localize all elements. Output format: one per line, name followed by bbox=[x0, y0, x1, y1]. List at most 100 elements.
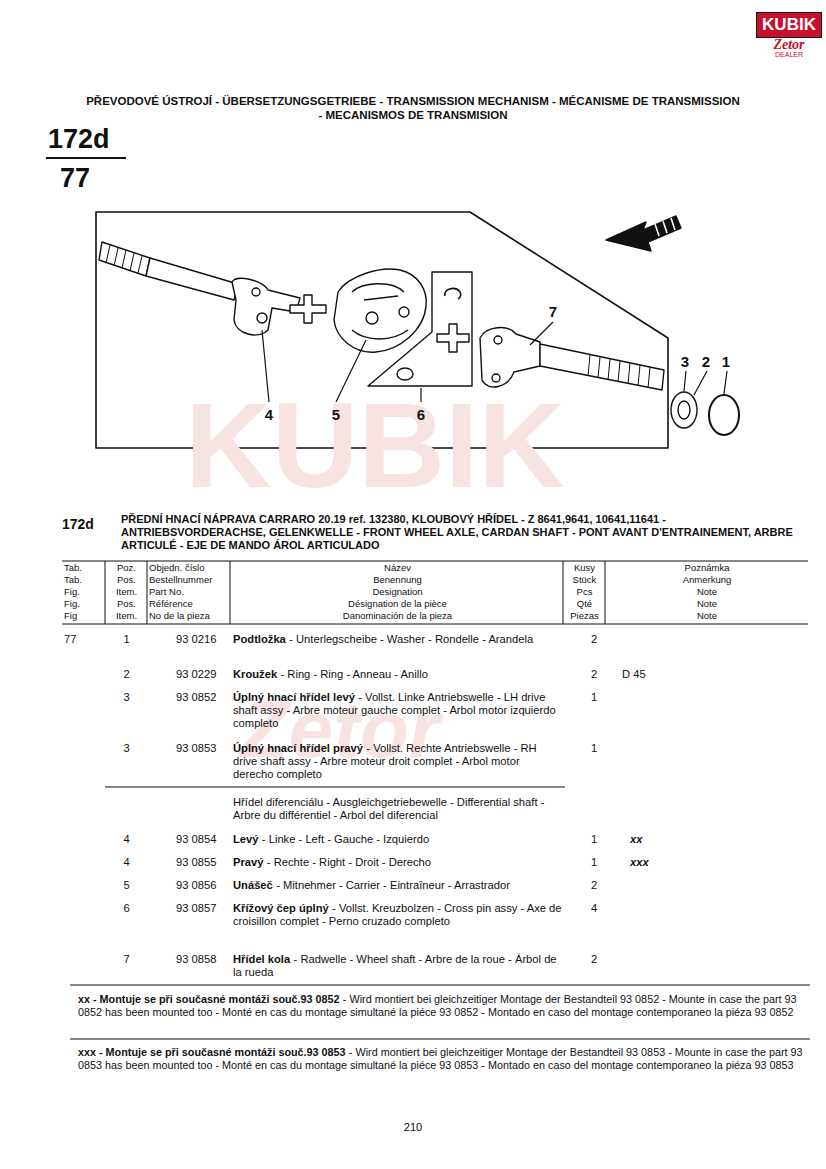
part-description: - Mitnehmer - Carrier - Eintraîneur - Ar… bbox=[276, 879, 510, 891]
carrier-hole bbox=[366, 312, 378, 324]
inset-frame bbox=[368, 272, 472, 386]
logo-subtext: DEALER bbox=[757, 51, 821, 59]
table-header: Fig. bbox=[64, 586, 104, 597]
part-name: Kroužek bbox=[233, 668, 277, 680]
quantity: 1 bbox=[582, 691, 606, 704]
table-rule bbox=[62, 561, 810, 1039]
table-header: Objedn. číslo bbox=[149, 562, 229, 573]
callout-number: 6 bbox=[413, 406, 429, 423]
table-header: Poznámka bbox=[606, 562, 808, 573]
part-number: 93 0855 bbox=[176, 856, 232, 869]
description-cell: Úplný hnací hřídel levý- Vollst. Linke A… bbox=[233, 691, 563, 730]
carrier bbox=[334, 269, 426, 352]
table-header: Bestellnummer bbox=[149, 574, 229, 585]
table-number: 172d bbox=[48, 124, 138, 154]
wheel-shaft bbox=[540, 344, 664, 390]
logo-brand: Zetor bbox=[757, 37, 821, 52]
page-title: PŘEVODOVÉ ÚSTROJÍ - ÜBERSETZUNGSGETRIEBE… bbox=[83, 94, 743, 122]
washer-hole bbox=[678, 401, 690, 419]
part-name: Levý bbox=[233, 833, 259, 845]
table-header: Note bbox=[606, 598, 808, 609]
group-name: Hřídel diferenciálu - Ausgleichgetriebew… bbox=[233, 796, 563, 822]
note: D 45 bbox=[622, 668, 742, 681]
description-cell: Úplný hnací hřídel pravý- Vollst. Rechte… bbox=[233, 742, 563, 781]
yoke-hole bbox=[257, 313, 267, 323]
yoke bbox=[480, 328, 540, 387]
description-cell: Podtložka- Unterlegscheibe - Washer - Ro… bbox=[233, 633, 563, 646]
table-header: Référence bbox=[149, 598, 229, 609]
part-name: Úplný hnací hřídel levý bbox=[233, 691, 355, 703]
page-number: 210 bbox=[396, 1121, 430, 1134]
table-header: Anmerkung bbox=[606, 574, 808, 585]
quantity: 1 bbox=[582, 856, 606, 869]
ring bbox=[709, 395, 739, 435]
description-cell: Levý- Linke - Left - Gauche - Izquierdo bbox=[233, 833, 563, 846]
item-number: 1 bbox=[106, 633, 147, 646]
part-description: - Unterlegscheibe - Washer - Rondelle - … bbox=[289, 633, 533, 645]
part-description: - Linke - Left - Gauche - Izquierdo bbox=[262, 833, 429, 845]
table-number: 77 bbox=[64, 633, 98, 646]
callout-number: 3 bbox=[677, 353, 693, 370]
arrow-hatch bbox=[655, 218, 675, 236]
part-number: 93 0852 bbox=[176, 691, 232, 704]
washer bbox=[671, 392, 697, 428]
footnote: xxx - Montuje se při současné montáži so… bbox=[78, 1046, 346, 1058]
table-header: Stück bbox=[564, 574, 605, 585]
shaft-spline bbox=[99, 242, 150, 276]
section-number: 172d bbox=[62, 516, 117, 532]
quantity: 2 bbox=[582, 879, 606, 892]
callout-number: 5 bbox=[328, 406, 344, 423]
item-number: 2 bbox=[106, 668, 147, 681]
direction-arrow bbox=[606, 216, 681, 251]
part-description: - Ring - Ring - Anneau - Anillo bbox=[281, 668, 428, 680]
figure-number: 77 bbox=[60, 163, 120, 193]
quantity: 2 bbox=[582, 668, 606, 681]
part-name: Podtložka bbox=[233, 633, 286, 645]
logo-text: KUBIK bbox=[762, 15, 816, 35]
part-name: Unášeč bbox=[233, 879, 273, 891]
table-header: Item. bbox=[106, 586, 147, 597]
table-header: Fig bbox=[64, 610, 104, 621]
callout-number: 7 bbox=[545, 303, 561, 320]
table-header: Kusy bbox=[564, 562, 605, 573]
table-header: Désignation de la pièce bbox=[232, 598, 563, 609]
part-name: Křížový čep úplný bbox=[233, 902, 329, 914]
section-heading: PŘEDNÍ HNACÍ NÁPRAVA CARRARO 20.19 ref. … bbox=[121, 513, 803, 552]
table-header: Note bbox=[606, 586, 808, 597]
spline-teeth bbox=[106, 245, 142, 273]
item-number: 4 bbox=[106, 856, 147, 869]
description-cell: Pravý- Rechte - Right - Droit - Derecho bbox=[233, 856, 563, 869]
part-number: 93 0856 bbox=[176, 879, 232, 892]
description-cell: Hřídel kola- Radwelle - Wheel shaft - Ar… bbox=[233, 953, 563, 979]
table-header: Tab. bbox=[64, 562, 104, 573]
part-name: Hřídel kola bbox=[233, 953, 290, 965]
carrier-hole bbox=[399, 307, 409, 317]
description-cell: Unášeč- Mitnehmer - Carrier - Eintraîneu… bbox=[233, 879, 563, 892]
note: xx bbox=[630, 833, 750, 846]
item-number: 3 bbox=[106, 742, 147, 755]
description-cell: xx - Montuje se při současné montáži sou… bbox=[78, 993, 812, 1019]
table-header: Part No. bbox=[149, 586, 229, 597]
cross-pin bbox=[437, 324, 469, 352]
description-cell: Křížový čep úplný- Vollst. Kreuzbolzen -… bbox=[233, 902, 563, 928]
part-name: Pravý bbox=[233, 856, 263, 868]
item-number: 4 bbox=[106, 833, 147, 846]
part-name: Úplný hnací hřídel pravý bbox=[233, 742, 363, 754]
part-number: 93 0853 bbox=[176, 742, 232, 755]
table-header: Note bbox=[606, 610, 808, 621]
yoke-hole bbox=[494, 336, 502, 344]
part-number: 93 0854 bbox=[176, 833, 232, 846]
differential-shaft bbox=[146, 258, 238, 300]
note: xxx bbox=[630, 856, 750, 869]
table-header: Designation bbox=[232, 586, 563, 597]
quantity: 2 bbox=[582, 953, 606, 966]
table-header: Pcs bbox=[564, 586, 605, 597]
table-header: Název bbox=[232, 562, 563, 573]
description-cell: Kroužek - Ring - Ring - Anneau - Anillo bbox=[233, 668, 563, 681]
yoke-hole bbox=[252, 288, 260, 296]
table-header: Pos. bbox=[106, 598, 147, 609]
description-cell: xxx - Montuje se při současné montáži so… bbox=[78, 1046, 812, 1072]
table-header: Danominación de la pieza bbox=[232, 610, 563, 621]
watermark: KUBIK bbox=[185, 385, 655, 505]
